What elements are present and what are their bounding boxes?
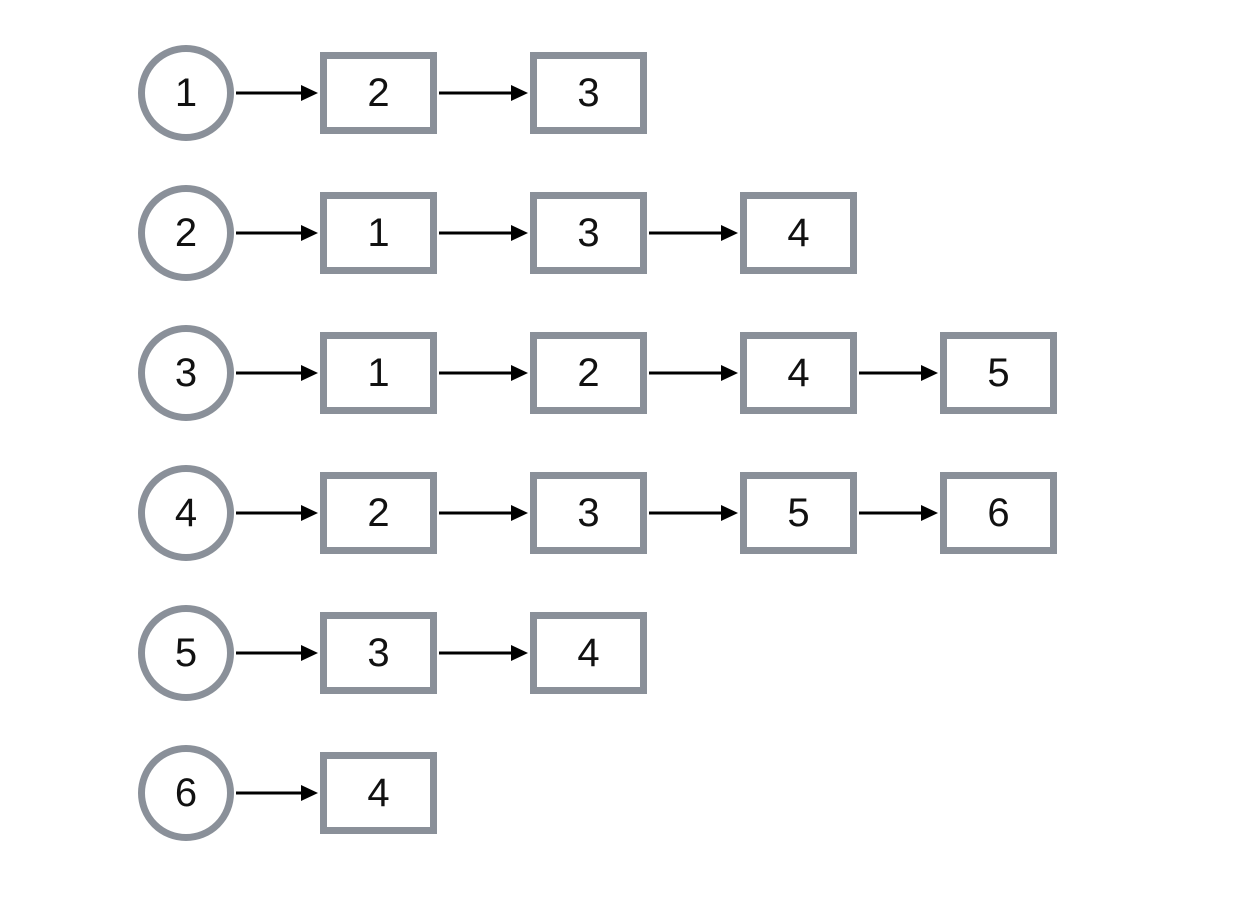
source-node-label: 1 bbox=[174, 71, 198, 115]
source-node-circle[interactable]: 3 bbox=[138, 325, 234, 421]
arrow-right-icon bbox=[439, 505, 528, 521]
target-node-box[interactable]: 2 bbox=[320, 472, 437, 554]
arrow-right-icon bbox=[236, 645, 318, 661]
arrow-right-icon bbox=[439, 645, 528, 661]
target-node-label: 1 bbox=[367, 211, 390, 255]
source-node-label: 3 bbox=[174, 351, 198, 395]
arrow-right-icon bbox=[649, 225, 738, 241]
source-node-label: 5 bbox=[174, 631, 198, 675]
adjacency-row: 5 3 4 bbox=[0, 605, 647, 701]
source-node-circle[interactable]: 5 bbox=[138, 605, 234, 701]
arrow-right-icon bbox=[649, 505, 738, 521]
target-node-box[interactable]: 3 bbox=[530, 192, 647, 274]
target-node-label: 3 bbox=[577, 491, 600, 535]
adjacency-row: 3 1 2 4 5 bbox=[0, 325, 1057, 421]
target-node-box[interactable]: 5 bbox=[940, 332, 1057, 414]
arrow-right-icon bbox=[439, 365, 528, 381]
target-node-box[interactable]: 3 bbox=[320, 612, 437, 694]
target-node-box[interactable]: 4 bbox=[740, 192, 857, 274]
source-node-circle[interactable]: 4 bbox=[138, 465, 234, 561]
arrow-right-icon bbox=[439, 85, 528, 101]
source-node-label: 4 bbox=[174, 491, 198, 535]
arrow-right-icon bbox=[859, 505, 938, 521]
target-node-label: 2 bbox=[367, 491, 390, 535]
arrow-right-icon bbox=[859, 365, 938, 381]
target-node-box[interactable]: 2 bbox=[530, 332, 647, 414]
target-node-label: 6 bbox=[987, 491, 1010, 535]
target-node-box[interactable]: 1 bbox=[320, 332, 437, 414]
source-node-label: 6 bbox=[174, 771, 198, 815]
target-node-label: 4 bbox=[787, 211, 810, 255]
adjacency-row: 4 2 3 5 6 bbox=[0, 465, 1057, 561]
source-node-circle[interactable]: 1 bbox=[138, 45, 234, 141]
target-node-box[interactable]: 5 bbox=[740, 472, 857, 554]
target-node-label: 2 bbox=[577, 351, 600, 395]
arrow-right-icon bbox=[236, 365, 318, 381]
target-node-box[interactable]: 3 bbox=[530, 52, 647, 134]
target-node-label: 5 bbox=[787, 491, 810, 535]
arrow-right-icon bbox=[236, 505, 318, 521]
target-node-box[interactable]: 4 bbox=[740, 332, 857, 414]
arrow-right-icon bbox=[649, 365, 738, 381]
target-node-label: 3 bbox=[577, 71, 600, 115]
target-node-label: 4 bbox=[367, 771, 390, 815]
source-node-circle[interactable]: 6 bbox=[138, 745, 234, 841]
target-node-label: 5 bbox=[987, 351, 1010, 395]
target-node-label: 4 bbox=[787, 351, 810, 395]
adjacency-row: 2 1 3 4 bbox=[0, 185, 857, 281]
target-node-box[interactable]: 4 bbox=[530, 612, 647, 694]
source-node-circle[interactable]: 2 bbox=[138, 185, 234, 281]
target-node-box[interactable]: 3 bbox=[530, 472, 647, 554]
arrow-right-icon bbox=[236, 225, 318, 241]
target-node-box[interactable]: 6 bbox=[940, 472, 1057, 554]
arrow-right-icon bbox=[236, 785, 318, 801]
adjacency-row: 1 2 3 bbox=[0, 45, 647, 141]
target-node-box[interactable]: 4 bbox=[320, 752, 437, 834]
target-node-label: 2 bbox=[367, 71, 390, 115]
target-node-label: 3 bbox=[577, 211, 600, 255]
target-node-box[interactable]: 2 bbox=[320, 52, 437, 134]
source-node-label: 2 bbox=[174, 211, 198, 255]
target-node-label: 1 bbox=[367, 351, 390, 395]
target-node-box[interactable]: 1 bbox=[320, 192, 437, 274]
target-node-label: 3 bbox=[367, 631, 390, 675]
arrow-right-icon bbox=[236, 85, 318, 101]
target-node-label: 4 bbox=[577, 631, 600, 675]
arrow-right-icon bbox=[439, 225, 528, 241]
